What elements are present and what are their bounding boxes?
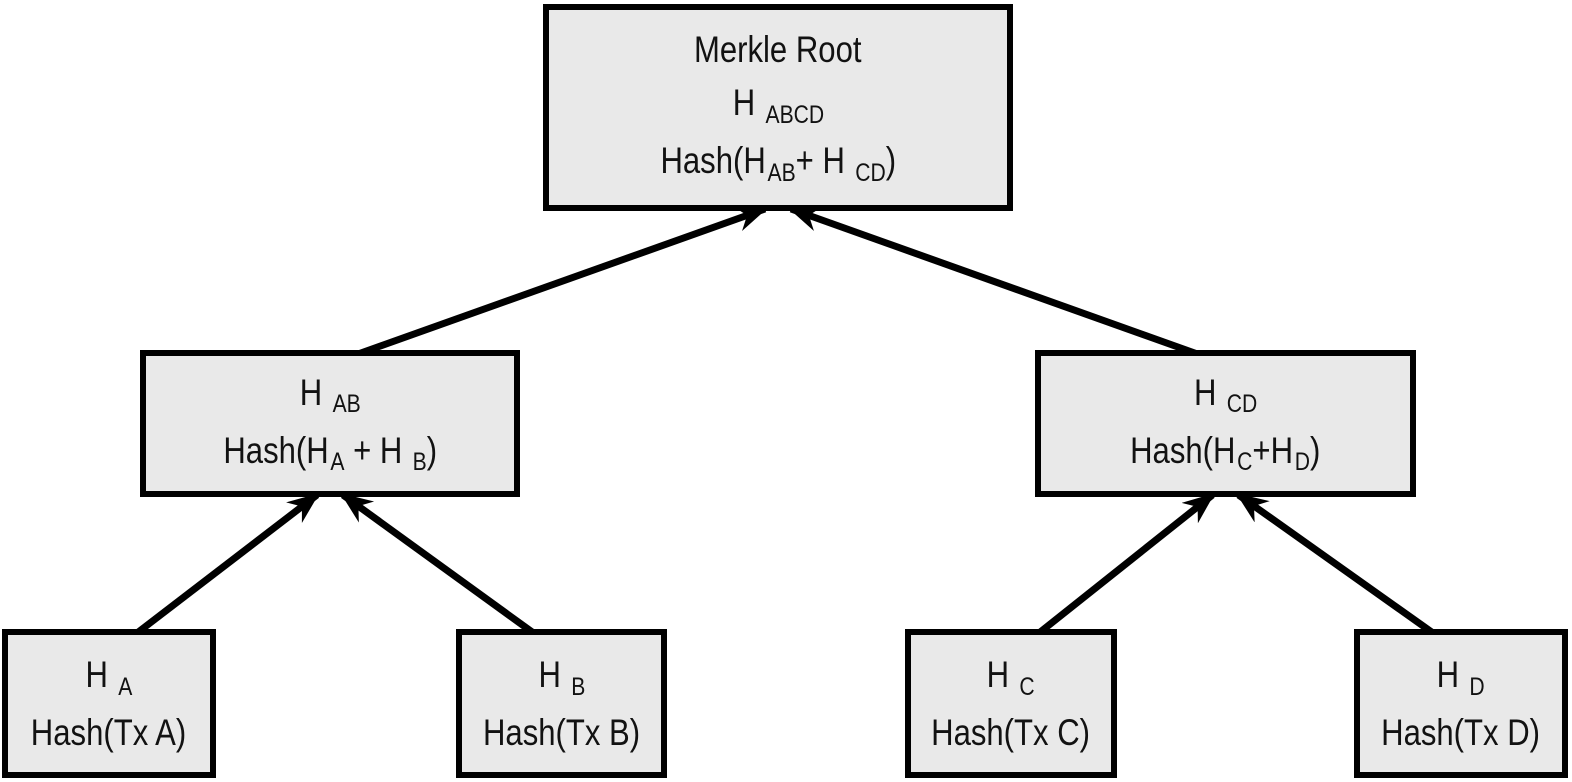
text-segment: H — [732, 82, 764, 123]
text-segment: H — [85, 654, 117, 695]
subscript: D — [1294, 448, 1311, 477]
text-segment: + H — [344, 429, 411, 471]
formula-line: Hash(Tx B) — [483, 706, 640, 759]
subscript: C — [1237, 448, 1253, 477]
formula-line: Hash(Tx D) — [1382, 706, 1541, 759]
formula-line: Hash(HAB+ H CD) — [660, 134, 896, 192]
edge-hb-to-hab — [340, 492, 536, 636]
subscript: B — [412, 448, 427, 477]
formula-line: H A — [86, 648, 133, 706]
formula-line: H ABCD — [732, 76, 823, 134]
edge-ha-to-hab — [134, 492, 320, 636]
edge-hab-to-root — [356, 205, 768, 358]
formula-line: Hash(Tx C) — [932, 706, 1091, 759]
text-segment: +H — [1252, 429, 1294, 471]
node-hash-tx-c: H C Hash(Tx C) — [905, 629, 1117, 778]
text-segment: H — [1193, 371, 1225, 413]
text-segment: ) — [426, 429, 437, 471]
formula-line: H C — [987, 648, 1035, 706]
text-segment: Hash(Tx C) — [931, 712, 1091, 753]
subscript: CD — [1226, 390, 1258, 419]
edge-hc-to-hcd — [1036, 492, 1215, 636]
subscript: D — [1469, 672, 1486, 701]
subscript: ABCD — [765, 100, 824, 129]
text-segment: Hash(Tx A) — [31, 712, 187, 753]
formula-line: Hash(Tx A) — [31, 706, 186, 759]
formula-line: Hash(HC+HD) — [1130, 424, 1320, 482]
text-segment: Hash(Tx D) — [1381, 712, 1541, 753]
subscript: A — [330, 448, 345, 477]
edge-hd-to-hcd — [1236, 492, 1436, 636]
text-segment: ) — [1310, 429, 1321, 471]
subscript: AB — [332, 390, 361, 419]
edge-hcd-to-root — [788, 205, 1199, 358]
text-segment: H — [538, 654, 570, 695]
node-hash-tx-d: H D Hash(Tx D) — [1354, 629, 1568, 778]
formula-line: H D — [1437, 648, 1485, 706]
formula-line: H AB — [300, 366, 361, 424]
text-segment: Hash(H — [223, 429, 329, 471]
subscript: A — [118, 672, 133, 701]
text-segment: H — [986, 654, 1019, 695]
text-segment: H — [1436, 654, 1469, 695]
subscript: CD — [854, 158, 886, 187]
formula-line: H CD — [1194, 366, 1257, 424]
subscript: C — [1019, 672, 1036, 701]
text-segment: + H — [795, 140, 854, 181]
formula-line: Merkle Root — [694, 23, 862, 76]
node-hash-tx-a: H A Hash(Tx A) — [2, 629, 216, 778]
text-segment: Hash(H — [660, 140, 766, 181]
text-segment: Hash(Tx B) — [482, 712, 641, 753]
text-segment: Merkle Root — [694, 29, 862, 70]
text-segment: H — [299, 371, 331, 413]
text-segment: ) — [885, 140, 896, 181]
text-segment: Hash(H — [1130, 429, 1236, 471]
formula-line: H B — [538, 648, 585, 706]
subscript: B — [570, 672, 585, 701]
formula-line: Hash(HA + H B) — [223, 424, 437, 482]
node-hash-tx-b: H B Hash(Tx B) — [456, 629, 667, 778]
subscript: AB — [767, 158, 796, 187]
